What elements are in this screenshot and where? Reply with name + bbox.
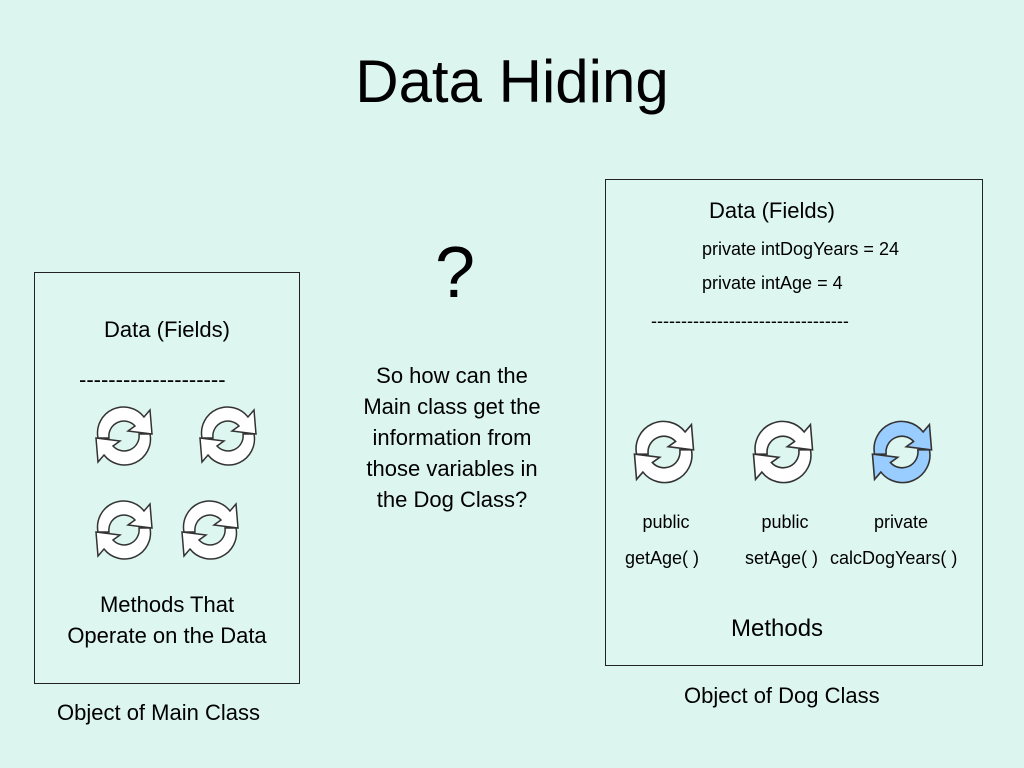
main-method-icon-1 — [95, 406, 153, 466]
dog-methods-label: Methods — [731, 615, 824, 642]
dog-field-age: private intAge = 4 — [702, 273, 843, 293]
dog-fields-label: Data (Fields) — [709, 198, 835, 223]
question-line-4: those variables in — [366, 456, 538, 481]
main-method-icon-4 — [181, 500, 239, 560]
question-line-2: Main class get the — [363, 394, 541, 419]
question-line-3: information from — [372, 425, 532, 450]
getage-access: public — [642, 512, 690, 532]
main-separator: -------------------- — [79, 367, 226, 392]
setage-access: public — [761, 512, 809, 532]
main-fields-label: Data (Fields) — [104, 317, 230, 342]
main-methods-label: Methods That Operate on the Data — [35, 589, 299, 651]
setage-method-icon — [752, 420, 814, 484]
question-text: So how can the Main class get the inform… — [332, 360, 572, 515]
dog-separator: --------------------------------- — [651, 311, 849, 331]
dog-field-dogyears: private intDogYears = 24 — [702, 239, 899, 259]
dog-object-box: Data (Fields) private intDogYears = 24 p… — [605, 179, 983, 666]
slide-title: Data Hiding — [355, 48, 669, 115]
calcdogyears-access: private — [873, 512, 929, 532]
getage-method-icon — [633, 420, 695, 484]
main-object-box: Data (Fields) -------------------- Metho… — [34, 272, 300, 684]
question-line-1: So how can the — [376, 363, 528, 388]
question-mark: ? — [434, 233, 476, 313]
calcdogyears-method-name: calcDogYears( ) — [830, 548, 958, 568]
calcdogyears-method-icon — [871, 420, 933, 484]
dog-object-caption: Object of Dog Class — [684, 683, 880, 708]
getage-method-name: getAge( ) — [625, 548, 700, 568]
question-line-5: the Dog Class? — [376, 487, 528, 512]
main-object-caption: Object of Main Class — [57, 700, 260, 725]
main-methods-label-line2: Operate on the Data — [67, 623, 267, 648]
main-methods-label-line1: Methods That — [99, 592, 235, 617]
main-method-icon-2 — [199, 406, 257, 466]
main-method-icon-3 — [95, 500, 153, 560]
setage-method-name: setAge( ) — [745, 548, 819, 568]
